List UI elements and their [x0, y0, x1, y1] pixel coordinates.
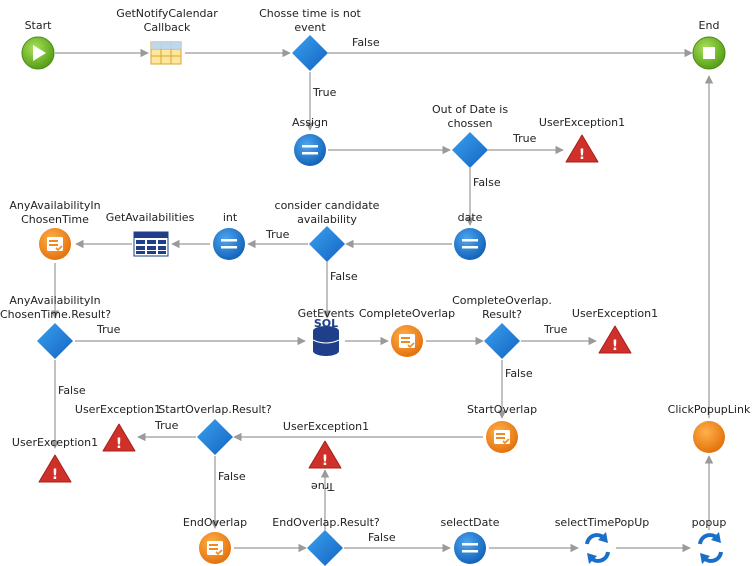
orange-circle-icon[interactable]	[693, 421, 725, 453]
label-assign: Assign	[292, 116, 328, 129]
exception-icon-1[interactable]: !	[565, 134, 599, 163]
decision-choose-time[interactable]	[292, 35, 328, 71]
action-icon-anyavail[interactable]	[39, 228, 71, 260]
action-icon-complete[interactable]	[391, 325, 423, 357]
label-user-exc-mid: UserException1	[282, 420, 370, 433]
label-click-popup: ClickPopupLink	[667, 403, 751, 416]
label-complete-overlap: CompleteOverlap	[358, 307, 456, 320]
decision-end-overlap-result[interactable]	[307, 530, 343, 566]
label-user-exc-2: UserException1	[571, 307, 659, 320]
label-select-date: selectDate	[440, 516, 500, 529]
label-any-avail: AnyAvailabilityIn ChosenTime	[9, 199, 101, 226]
end-icon[interactable]	[692, 36, 726, 70]
edges	[50, 48, 714, 553]
decision-start-overlap-result[interactable]	[197, 419, 233, 455]
edge-label-ood-true: True	[513, 132, 537, 145]
label-out-of-date: Out of Date is chossen	[431, 103, 509, 130]
exception-icon-2[interactable]: !	[598, 325, 632, 354]
start-icon[interactable]	[21, 36, 55, 70]
edge-label-consider-true: True	[266, 228, 290, 241]
label-start: Start	[24, 19, 52, 32]
edge-label-choose-true: True	[313, 86, 337, 99]
exception-icon-left[interactable]: !	[38, 454, 72, 483]
aggregate-icon[interactable]	[133, 231, 169, 257]
label-notify-callback: GetNotifyCalendar Callback	[116, 7, 218, 34]
label-choose-time: Chosse time is not event	[259, 7, 361, 34]
svg-text:!: !	[322, 453, 328, 469]
label-int: int	[222, 211, 238, 224]
action-icon-startoverlap[interactable]	[486, 421, 518, 453]
edge-label-ood-false: False	[473, 176, 501, 189]
label-any-avail-result: AnyAvailabilityIn ChosenTime.Result?	[0, 294, 112, 321]
label-popup: popup	[691, 516, 727, 529]
edge-label-sor-false: False	[218, 470, 246, 483]
svg-text:!: !	[52, 467, 58, 483]
label-select-time-popup: selectTimePopUp	[554, 516, 650, 529]
label-get-events: GetEvents	[297, 307, 355, 320]
edge-label-eor-false: False	[368, 531, 396, 544]
assign-icon-selectdate[interactable]	[454, 532, 486, 564]
svg-text:SQL: SQL	[314, 317, 338, 330]
refresh-icon-popup[interactable]	[698, 532, 723, 564]
action-icon-endoverlap[interactable]	[199, 532, 231, 564]
decision-out-of-date[interactable]	[452, 132, 488, 168]
svg-text:!: !	[612, 338, 618, 354]
label-consider: consider candidate availability	[274, 199, 380, 226]
edge-label-any-false: False	[58, 384, 86, 397]
exception-icon-3[interactable]: !	[102, 423, 136, 452]
edge-label-consider-false: False	[330, 270, 358, 283]
edge-label-eor-true: True	[311, 480, 335, 493]
edge-label-col-true: True	[544, 323, 568, 336]
label-user-exc-1: UserException1	[538, 116, 626, 129]
decision-consider[interactable]	[309, 226, 345, 262]
edge-label-choose-false: False	[352, 36, 380, 49]
label-end-overlap: EndOverlap	[182, 516, 248, 529]
edge-label-any-true: True	[97, 323, 121, 336]
label-user-exc-3: UserException1	[74, 403, 162, 416]
edge-label-sor-true: True	[155, 419, 179, 432]
label-get-availabilities: GetAvailabilities	[105, 211, 195, 224]
edge-label-col-false: False	[505, 367, 533, 380]
label-start-overlap-res: StartOverlap.Result?	[158, 403, 272, 416]
assign-icon-assign[interactable]	[294, 134, 326, 166]
label-complete-overlap-res: CompleteOverlap. Result?	[452, 294, 552, 321]
assign-icon-date[interactable]	[454, 228, 486, 260]
label-date: date	[457, 211, 483, 224]
svg-text:!: !	[116, 436, 122, 452]
label-start-overlap: StartOverlap	[466, 403, 538, 416]
decision-complete-overlap-result[interactable]	[484, 323, 520, 359]
svg-text:!: !	[579, 147, 585, 163]
assign-icon-int[interactable]	[213, 228, 245, 260]
label-end-overlap-res: EndOverlap.Result?	[272, 516, 380, 529]
label-user-exc-left: UserException1	[11, 436, 99, 449]
refresh-icon-selecttime[interactable]	[585, 532, 610, 564]
decision-any-avail-result[interactable]	[37, 323, 73, 359]
calendar-icon[interactable]	[150, 41, 182, 65]
sql-icon[interactable]: SQL	[312, 317, 340, 356]
label-end: End	[698, 19, 720, 32]
exception-icon-mid[interactable]: !	[308, 440, 342, 469]
